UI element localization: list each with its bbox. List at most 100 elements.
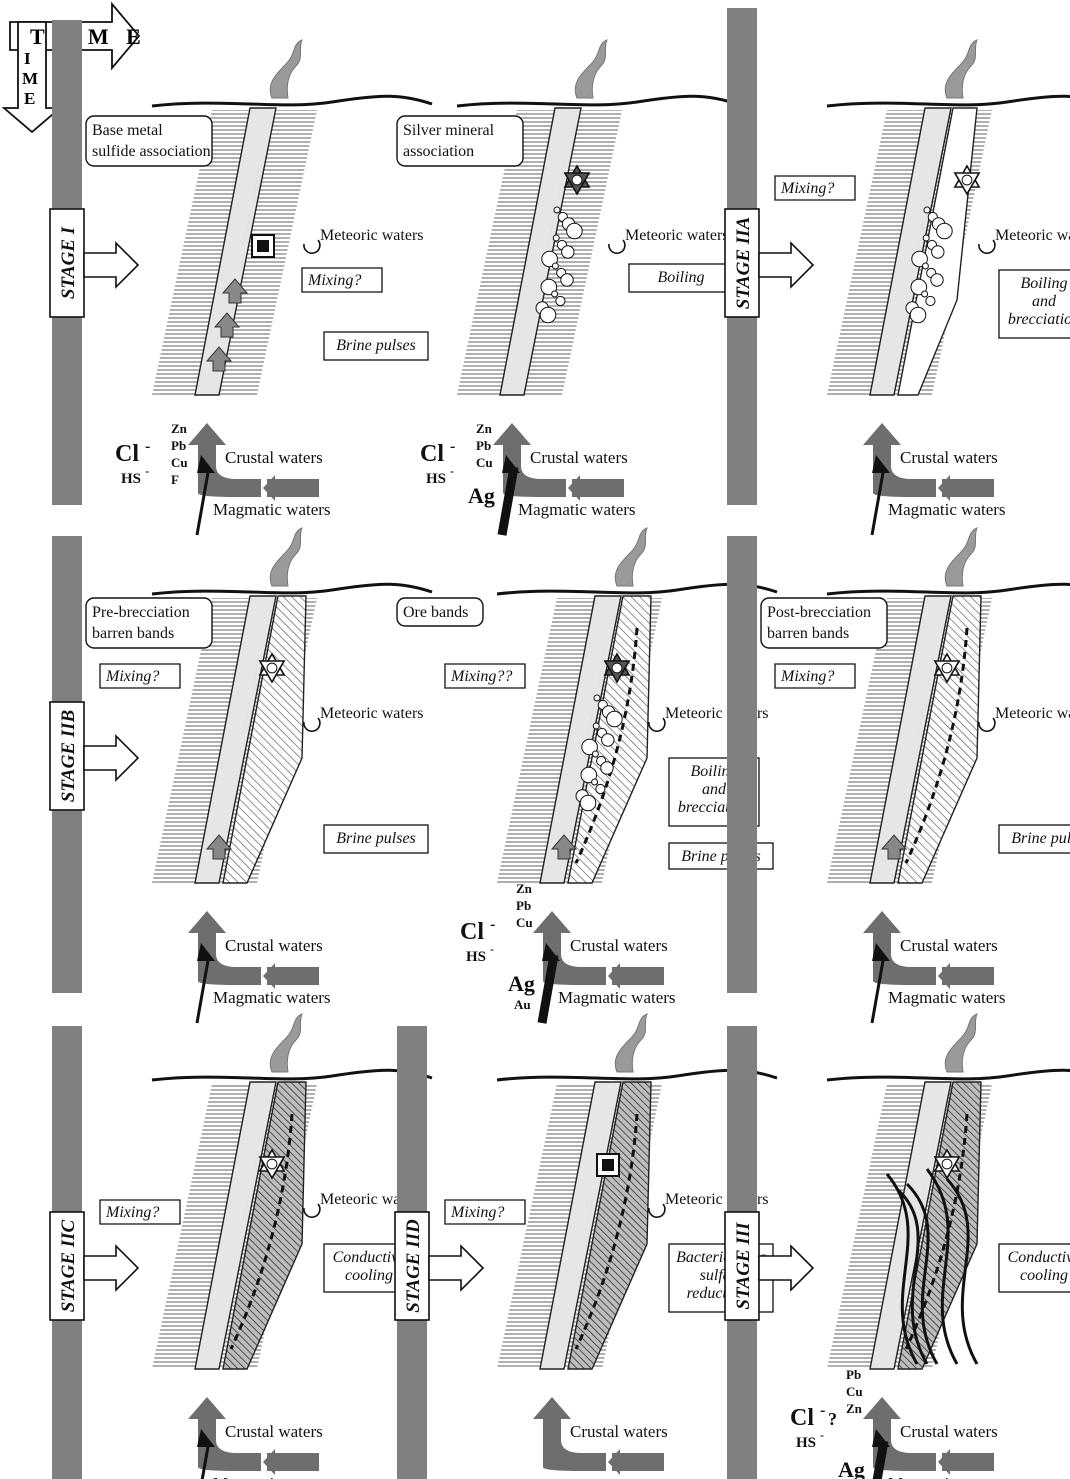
ion-charge: -	[820, 1428, 824, 1442]
stage-arrow-icon	[759, 243, 813, 287]
crustal-inflow-head-icon	[263, 475, 275, 501]
mixing-label: Mixing?	[780, 180, 834, 197]
time-vertical-letter: E	[24, 89, 35, 108]
process-label: cooling	[345, 1267, 393, 1284]
crustal-waters-label: Crustal waters	[900, 936, 998, 955]
chloride-ion-label: Cl	[420, 441, 444, 467]
smoke-plume-icon	[575, 40, 607, 98]
bisulfide-ion-label: HS	[796, 1435, 816, 1451]
process-label: cooling	[1020, 1267, 1068, 1284]
bisulfide-ion-label: HS	[121, 471, 141, 487]
process-label: Boiling	[1020, 275, 1067, 292]
smoke-plume-icon	[270, 40, 302, 98]
boiling-bubble-icon	[931, 274, 943, 286]
panel-9: STAGE IIIConductivecoolingCrustal waters…	[725, 1014, 1070, 1479]
ground-surface	[152, 1070, 432, 1080]
smoke-plume-icon	[615, 528, 647, 586]
element-label: Pb	[516, 898, 531, 913]
association-label: sulfide association	[92, 143, 211, 160]
magmatic-waters-label: Magmatic waters	[213, 988, 331, 1007]
association-label: Ore bands	[403, 604, 468, 621]
stage-arrow-icon	[84, 243, 138, 287]
boiling-bubble-icon	[556, 296, 565, 305]
boiling-bubble-icon	[567, 223, 583, 239]
magmatic-waters-label: Magmatic waters	[888, 1474, 1006, 1479]
crustal-waters-label: Crustal waters	[225, 448, 323, 467]
boiling-bubble-icon	[562, 246, 574, 258]
silver-label: Ag	[508, 971, 535, 996]
bisulfide-ion-label: HS	[466, 949, 486, 965]
crustal-waters-label: Crustal waters	[900, 1422, 998, 1441]
meteoric-arrow-icon	[609, 240, 625, 253]
process-label: Conductive	[1008, 1249, 1070, 1266]
star-center	[942, 663, 952, 673]
smoke-plume-icon	[270, 528, 302, 586]
element-label: Zn	[846, 1401, 863, 1416]
gold-label: Au	[514, 997, 531, 1012]
magmatic-waters-label: Magmatic waters	[518, 500, 636, 519]
association-label: Base metal	[92, 122, 163, 139]
meteoric-arrow-icon	[304, 240, 320, 253]
panel-1: STAGE IBase metalsulfide associationMete…	[50, 20, 432, 535]
stage-label: STAGE IIB	[58, 710, 79, 802]
time-horizontal-label: T I M E	[30, 24, 147, 49]
crustal-waters-label: Crustal waters	[225, 936, 323, 955]
panel-8: STAGE IIDMeteoric watersMixing?Bacteriog…	[395, 1014, 777, 1479]
ion-charge: -	[450, 464, 454, 478]
magmatic-waters-label: Magmatic waters	[213, 1474, 331, 1479]
stage-arrow-icon	[84, 736, 138, 780]
smoke-plume-icon	[945, 1014, 977, 1072]
magmatic-waters-label: Magmatic waters	[213, 500, 331, 519]
boiling-bubble-icon	[910, 307, 926, 323]
panel-5: Ore bandsMeteoric watersMixing??Boilinga…	[397, 528, 777, 1023]
smoke-plume-icon	[945, 528, 977, 586]
process-label: and	[702, 781, 727, 798]
ion-charge: -	[145, 438, 150, 455]
meteoric-arrow-icon	[649, 718, 665, 731]
element-label: Cu	[171, 455, 188, 470]
crustal-waters-label: Crustal waters	[570, 1422, 668, 1441]
crustal-waters-label: Crustal waters	[900, 448, 998, 467]
stage-label: STAGE IIC	[58, 1219, 79, 1312]
star-center	[572, 175, 582, 185]
meteoric-waters-label: Meteoric waters	[995, 705, 1070, 722]
process-label: Brine pulses	[1011, 830, 1070, 847]
smoke-plume-icon	[615, 1014, 647, 1072]
ion-charge: -	[145, 464, 149, 478]
boiling-bubble-icon	[553, 235, 559, 241]
ion-charge: -	[490, 942, 494, 956]
element-label: Cu	[846, 1384, 863, 1399]
boiling-bubble-icon	[593, 723, 599, 729]
crustal-waters-label: Crustal waters	[570, 936, 668, 955]
boiling-bubble-icon	[580, 795, 596, 811]
association-label: Silver mineral	[403, 122, 495, 139]
sulfide-square-core	[602, 1159, 614, 1171]
crustal-waters-label: Crustal waters	[225, 1422, 323, 1441]
ion-charge: -	[820, 1402, 825, 1419]
magmatic-waters-label: Magmatic waters	[558, 988, 676, 1007]
crustal-inflow-head-icon	[608, 963, 620, 989]
ground-surface	[152, 96, 432, 106]
star-center	[267, 1159, 277, 1169]
boiling-bubble-icon	[552, 291, 558, 297]
association-label: Post-brecciation	[767, 604, 871, 621]
time-vertical-letter: M	[22, 69, 38, 88]
time-vertical-letter: I	[24, 49, 31, 68]
element-label: Zn	[516, 881, 533, 896]
chloride-ion-label: Cl	[790, 1405, 814, 1431]
element-label: Zn	[476, 421, 493, 436]
element-label: Pb	[846, 1367, 861, 1382]
association-label: association	[403, 143, 474, 160]
meteoric-waters-label: Meteoric waters	[320, 227, 424, 244]
bisulfide-ion-label: HS	[426, 471, 446, 487]
ion-question: ?	[828, 1409, 837, 1429]
boiling-bubble-icon	[602, 734, 614, 746]
crustal-inflow-head-icon	[608, 1449, 620, 1475]
chloride-ion-label: Cl	[115, 441, 139, 467]
boiling-bubble-icon	[601, 762, 613, 774]
smoke-plume-icon	[945, 40, 977, 98]
silver-label: Ag	[838, 1457, 865, 1479]
sulfide-square-core	[257, 240, 269, 252]
